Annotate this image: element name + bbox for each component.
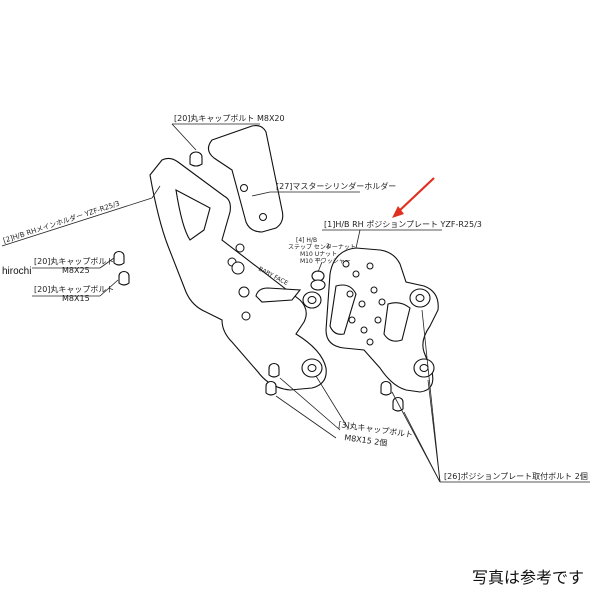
- bolt-m8x25: [113, 250, 125, 266]
- label-nut-1: [4] H/B: [296, 237, 317, 244]
- bolt-26-b: [392, 396, 404, 412]
- bolt-m8x15: [118, 270, 130, 286]
- label-rh-main-holder: [2]H/B RHメインホルダー YZF-R25/3: [2, 199, 121, 245]
- red-arrow-icon: [392, 177, 435, 218]
- label-plate-bolt: [26]ポジションプレート取付ボルト 2個: [444, 471, 588, 481]
- watermark: hirochi: [2, 266, 31, 277]
- label-position-plate: [1]H/B RH ポジションプレート YZF-R25/3: [324, 220, 482, 229]
- position-plate-part: [325, 247, 439, 393]
- bolt-3-left-a: [268, 362, 280, 378]
- leader-lines: [1, 123, 590, 483]
- label-nut-4: M10 平ワッシャー: [300, 258, 351, 265]
- bolt-26-a: [380, 380, 392, 396]
- bolt-m8x20: [189, 151, 203, 167]
- label-master-cylinder-holder: [27]マスターシリンダーホルダー: [276, 181, 396, 191]
- bolt-3-left-b: [265, 380, 277, 396]
- step-center-nut: [310, 261, 326, 291]
- rh-main-holder-part: BABY FACE: [149, 157, 327, 391]
- label-bolt-m8x20: [20]丸キャップボルト M8X20: [174, 113, 285, 123]
- master-cylinder-holder-part: [207, 125, 284, 233]
- footer-note: 写真は参考です: [471, 568, 584, 587]
- label-bolt-m8x15-name: [20]丸キャップボルト: [34, 284, 114, 294]
- label-nut-2: ステップ センターナット: [288, 243, 356, 251]
- label-nut-qty: 2: [326, 243, 330, 250]
- label-bolt-m8x25-size: M8X25: [62, 266, 90, 275]
- label-nut-3: M10 Uナット: [300, 251, 337, 258]
- label-bolt-m8x25-name: [20]丸キャップボルト: [34, 256, 114, 266]
- label-bolt-m8x15-size: M8X15: [62, 294, 90, 303]
